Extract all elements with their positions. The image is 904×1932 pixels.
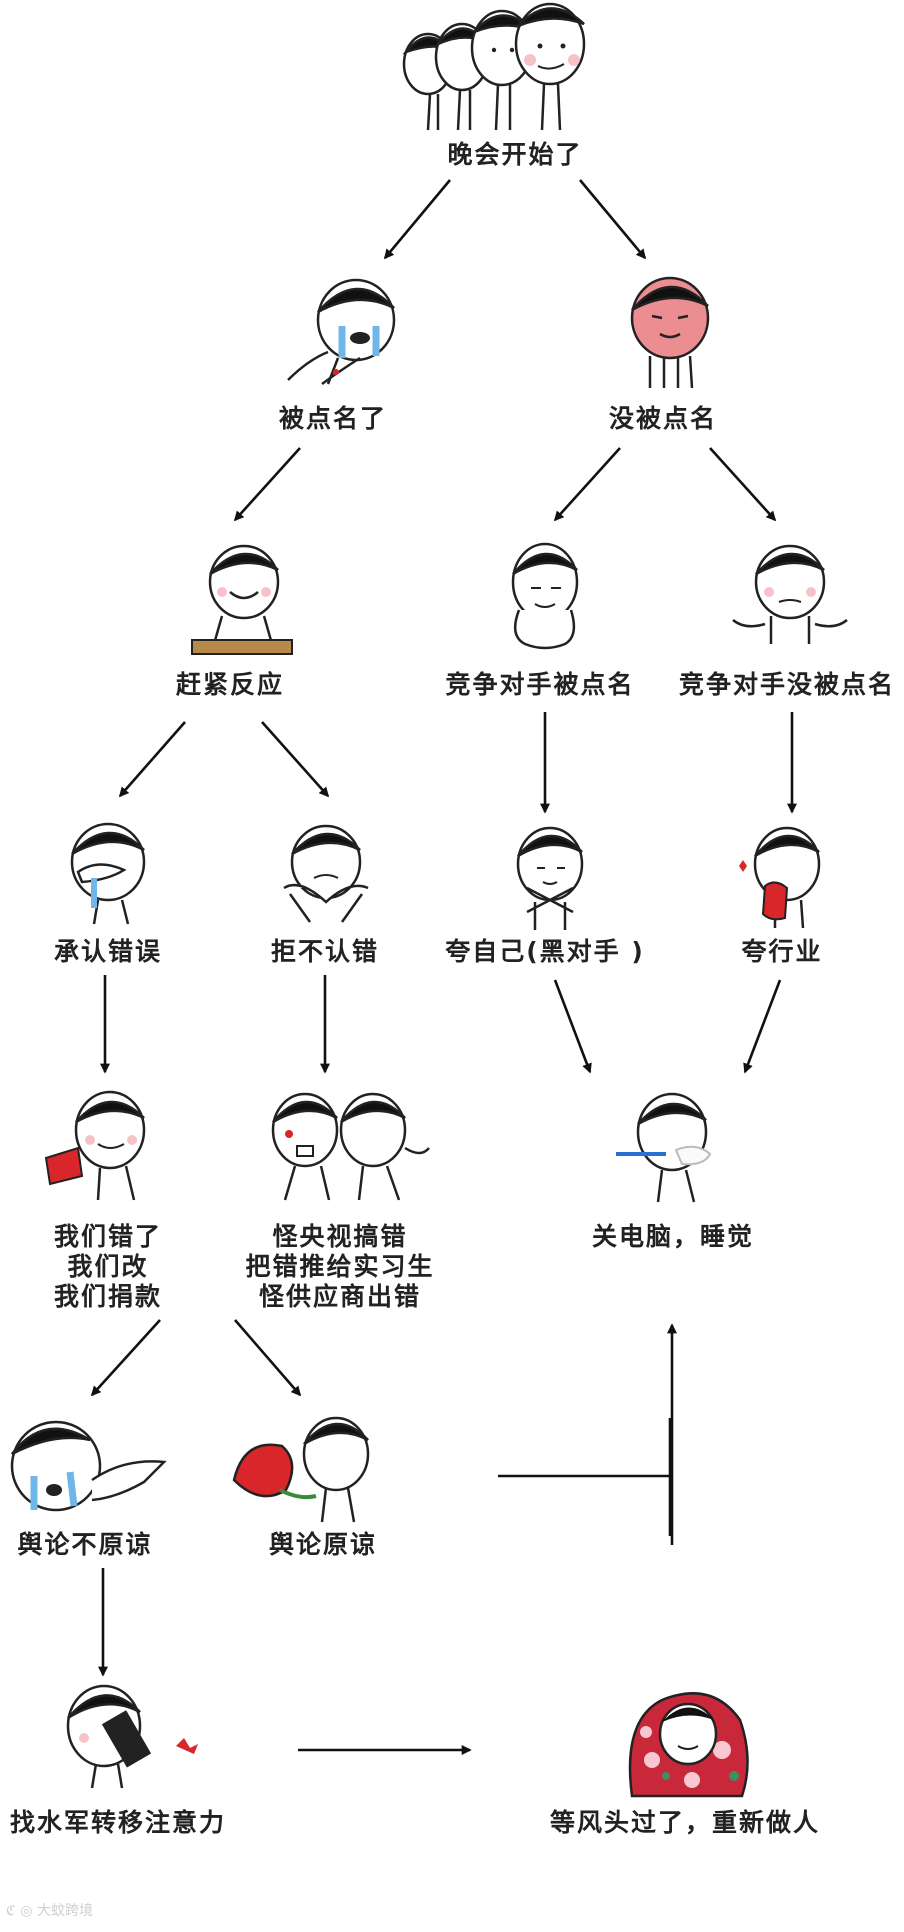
smug-sit-figure — [511, 542, 579, 650]
cry-lie-figure — [10, 1420, 167, 1512]
node-start: 晚会开始了 — [447, 140, 583, 169]
blame-pair-figure — [271, 1092, 430, 1201]
praise-industry-figure — [739, 826, 821, 929]
node-deny: 拒不认错 — [270, 937, 380, 966]
money-apology-figure — [44, 1090, 146, 1201]
node-sleep: 关电脑，睡觉 — [591, 1222, 755, 1251]
arrow-start-called — [383, 179, 451, 260]
node-apology: 我们错了 我们改 我们捐款 — [54, 1222, 162, 1312]
desk-react-figure — [191, 544, 293, 655]
blame-line-3: 怪供应商出错 — [258, 1282, 422, 1311]
node-admit: 承认错误 — [53, 937, 163, 966]
arrow-notcalled-rivalcalled — [553, 447, 621, 522]
brush-teeth-figure — [616, 1092, 712, 1203]
praise-self-figure — [516, 826, 584, 930]
arrow-praiseself-sleep — [553, 979, 592, 1074]
node-forgiven: 舆论原谅 — [268, 1530, 378, 1559]
arrow-start-notcalled — [579, 179, 647, 260]
deny-cross-figure — [283, 824, 369, 923]
node-not-forgiven: 舆论不原谅 — [17, 1530, 153, 1559]
arrow-apology-notforgiven — [90, 1319, 161, 1397]
node-called: 被点名了 — [278, 404, 388, 433]
blame-line-1: 怪央视搞错 — [272, 1222, 408, 1251]
watermark: ℭ ◎ 大蚊跨境 — [6, 1900, 93, 1920]
apology-line-3: 我们捐款 — [53, 1282, 163, 1311]
shrug-figure — [732, 544, 848, 644]
blame-line-2: 把错推给实习生 — [245, 1252, 435, 1281]
arrow-notcalled-rivalnotcalled — [709, 447, 777, 522]
crowd-meme-figure — [402, 2, 586, 131]
node-distract: 找水军转移注意力 — [9, 1808, 227, 1837]
node-rival-not-called: 竞争对手没被点名 — [678, 670, 896, 699]
node-praise-industry: 夸行业 — [741, 937, 823, 966]
arrow-react-admit — [118, 721, 186, 798]
arrow-praiseindustry-sleep — [743, 979, 782, 1074]
arrow-apology-forgiven — [234, 1319, 302, 1397]
apology-line-1: 我们错了 — [53, 1222, 163, 1251]
plant-forgiven-figure — [232, 1416, 370, 1523]
watermark-logo-icon: ℭ ◎ — [6, 1903, 37, 1919]
node-react: 赶紧反应 — [175, 670, 285, 699]
arrow-react-deny — [261, 721, 330, 798]
node-not-called: 没被点名 — [608, 404, 718, 433]
camera-distract-figure — [66, 1684, 198, 1789]
node-restart: 等风头过了，重新做人 — [549, 1808, 821, 1837]
apology-line-2: 我们改 — [67, 1252, 149, 1281]
node-praise-self: 夸自己(黑对手 ) — [445, 937, 645, 966]
blanket-restart-figure — [628, 1692, 749, 1798]
node-blame: 怪央视搞错 把错推给实习生 怪供应商出错 — [245, 1222, 434, 1312]
arrow-called-react — [233, 447, 301, 522]
crying-kneel-figure — [287, 278, 396, 386]
red-face-figure — [630, 276, 710, 389]
watermark-text: 大蚊跨境 — [36, 1903, 93, 1919]
admit-cry-figure — [70, 822, 146, 925]
node-rival-called: 竞争对手被点名 — [445, 670, 635, 699]
